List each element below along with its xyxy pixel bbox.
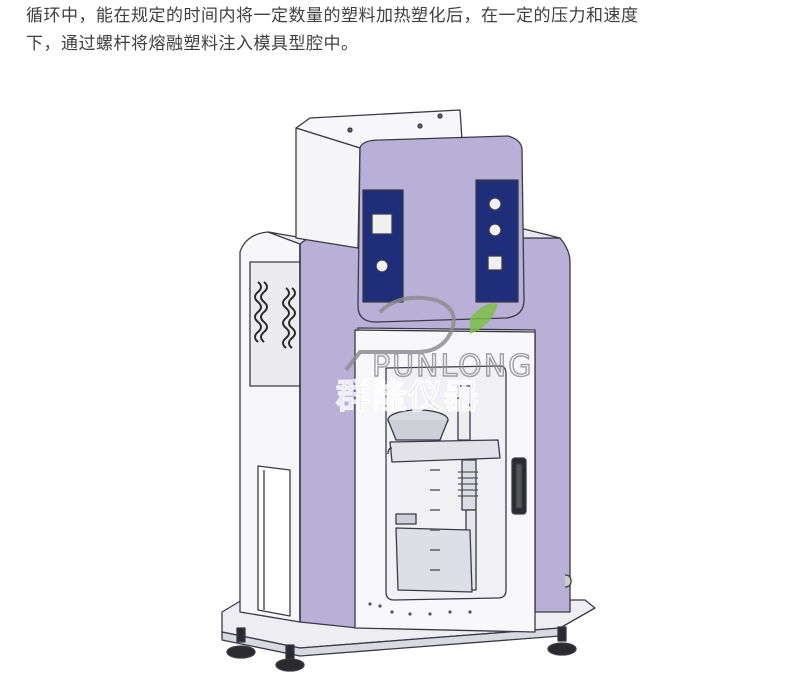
description-line-2: 下，通过螺杆将熔融塑料注入模具型腔中。 bbox=[26, 34, 359, 54]
description-line-1: 循环中，能在规定的时间内将一定数量的塑料加热塑化后，在一定的压力和速度 bbox=[26, 6, 639, 26]
machine-illustration: PUNLONG 群隆仪器 bbox=[0, 80, 790, 687]
svg-text:群隆仪器: 群隆仪器 bbox=[336, 377, 480, 417]
front-door bbox=[354, 329, 536, 633]
leveling-feet bbox=[226, 626, 577, 672]
svg-text:PUNLONG: PUNLONG bbox=[372, 349, 533, 384]
punlong-logo: PUNLONG 群隆仪器 bbox=[335, 295, 533, 418]
control-panel-left bbox=[362, 189, 404, 303]
control-panel-right bbox=[475, 179, 519, 303]
description-text: 循环中，能在规定的时间内将一定数量的塑料加热塑化后，在一定的压力和速度 下，通过… bbox=[26, 2, 776, 58]
